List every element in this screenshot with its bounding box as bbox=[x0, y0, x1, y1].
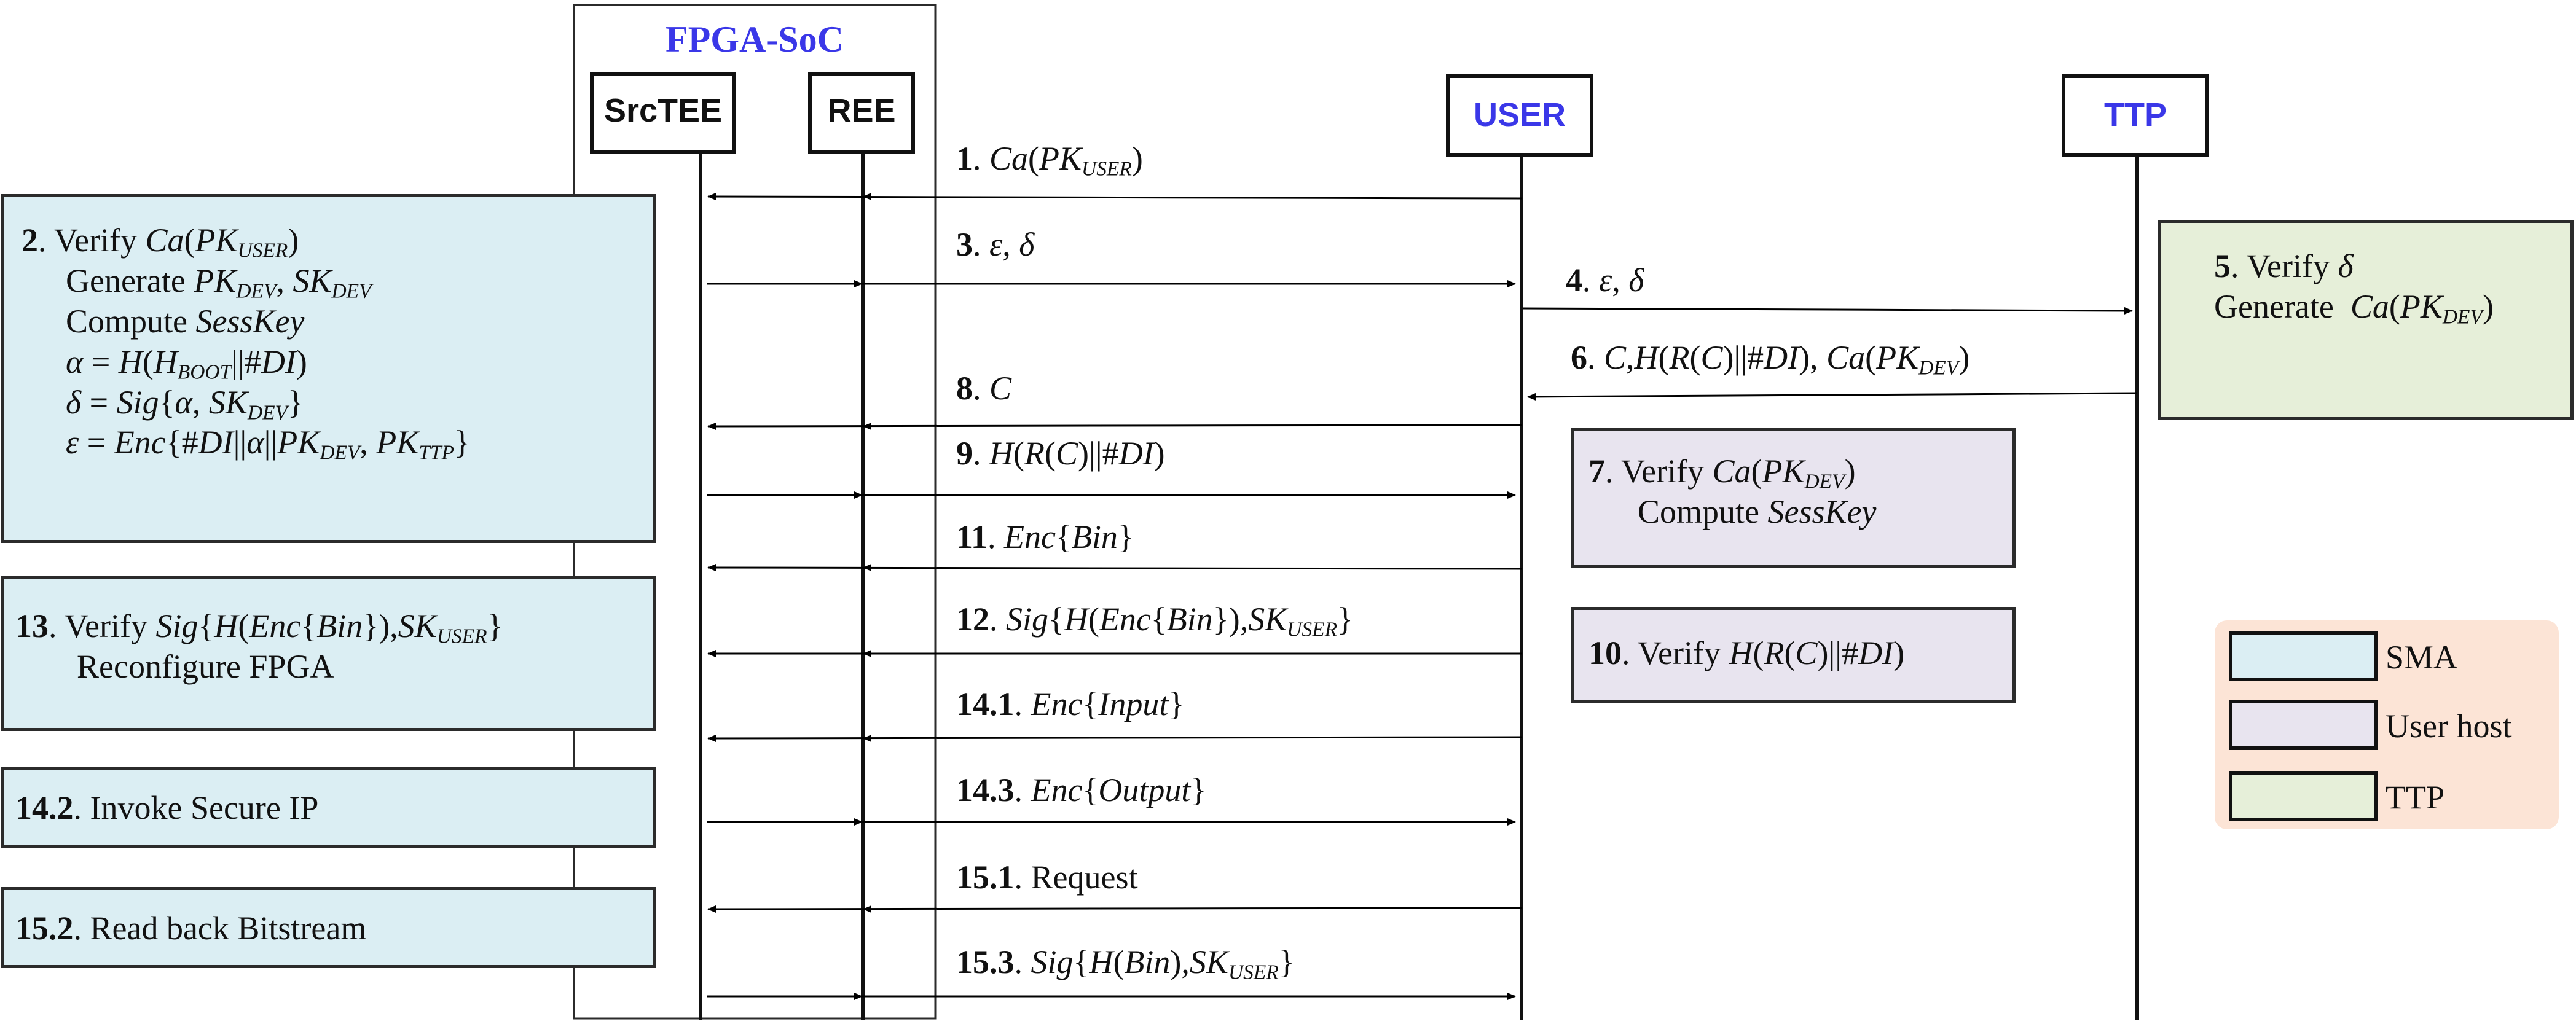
msg-11-ree-head bbox=[863, 564, 871, 571]
ttp-box-step-5: 5. Verify δ Generate Ca(PKDEV) bbox=[2158, 220, 2574, 420]
msg-15-1-ree-head bbox=[863, 905, 871, 913]
msg-15-3-ree-head bbox=[854, 993, 863, 1000]
sma-box-step-2: 2. Verify Ca(PKUSER) Generate PKDEV, SKD… bbox=[1, 194, 656, 543]
msg-1-arrow bbox=[707, 193, 1522, 201]
legend-swatch-user-host bbox=[2229, 700, 2378, 750]
sma-box-step-13: 13. Verify Sig{H(Enc{Bin}),SKUSER} Recon… bbox=[1, 576, 656, 731]
lifeline-label-user: USER bbox=[1474, 96, 1566, 133]
legend-label-sma: SMA bbox=[2386, 639, 2457, 676]
msg-15-1-arrow bbox=[707, 905, 1522, 913]
lifeline-label-ree: REE bbox=[827, 92, 895, 129]
msg-3-label: 3. ε, δ bbox=[956, 226, 1035, 263]
lifeline-label-srctee: SrcTEE bbox=[604, 92, 722, 129]
fpga-soc-title: FPGA-SoC bbox=[666, 19, 844, 60]
msg-9-ree-head bbox=[854, 491, 863, 499]
msg-14-3-ree-head bbox=[854, 818, 863, 826]
msg-15-3-label: 15.3. Sig{H(Bin),SKUSER} bbox=[956, 944, 1295, 984]
msg-8-arrow bbox=[707, 422, 1522, 430]
msg-1-ree-head bbox=[863, 193, 871, 200]
lifeline-head-srctee bbox=[590, 72, 736, 154]
msg-12-ree-head bbox=[863, 650, 871, 657]
msg-11-label: 11. Enc{Bin} bbox=[956, 518, 1134, 555]
msg-14-1-ree-head bbox=[863, 735, 871, 742]
msg-1-label: 1. Ca(PKUSER) bbox=[956, 140, 1143, 181]
msg-14-1-arrow bbox=[707, 734, 1522, 742]
msg-8-label: 8. C bbox=[956, 370, 1012, 407]
msg-4-arrow bbox=[1522, 307, 2133, 315]
msg-11-arrow bbox=[707, 564, 1522, 572]
user-host-box-step-7: 7. Verify Ca(PKDEV) Compute SessKey bbox=[1571, 428, 2016, 568]
sma-box-step-15-2: 15.2. Read back Bitstream bbox=[1, 887, 656, 968]
legend-swatch-sma bbox=[2229, 631, 2378, 681]
msg-12-label: 12. Sig{H(Enc{Bin}),SKUSER} bbox=[956, 601, 1353, 641]
lifeline-head-ree bbox=[808, 72, 915, 154]
legend-label-user-host: User host bbox=[2386, 708, 2511, 745]
msg-3-ree-head bbox=[854, 280, 863, 287]
msg-14-1-label: 14.1. Enc{Input} bbox=[956, 686, 1185, 722]
sma-box-step-14-2: 14.2. Invoke Secure IP bbox=[1, 767, 656, 848]
lifeline-label-ttp: TTP bbox=[2104, 96, 2167, 133]
msg-15-1-label: 15.1. Request bbox=[956, 859, 1138, 896]
legend-label-ttp: TTP bbox=[2386, 779, 2444, 816]
user-host-box-step-10: 10. Verify H(R(C)||#DI) bbox=[1571, 607, 2016, 703]
msg-6-arrow bbox=[1527, 392, 2138, 401]
msg-4-label: 4. ε, δ bbox=[1566, 262, 1644, 299]
msg-6-label: 6. C,H(R(C)||#DI), Ca(PKDEV) bbox=[1571, 339, 1970, 380]
msg-8-ree-head bbox=[863, 423, 871, 430]
msg-14-3-label: 14.3. Enc{Output} bbox=[956, 772, 1207, 808]
msg-9-label: 9. H(R(C)||#DI) bbox=[956, 435, 1165, 472]
legend-swatch-ttp bbox=[2229, 771, 2378, 821]
